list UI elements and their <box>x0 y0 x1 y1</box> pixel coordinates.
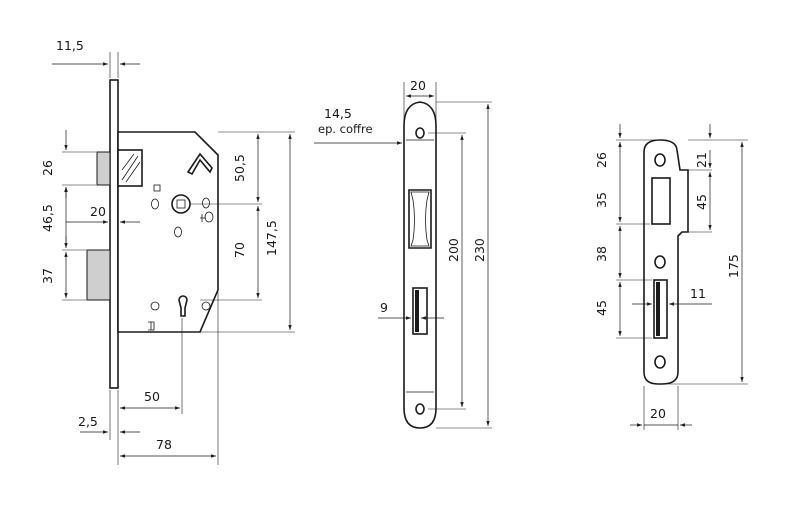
lock-body-view <box>86 79 219 389</box>
dim-backset: 50 <box>144 389 160 404</box>
case-slot <box>186 152 213 176</box>
faceplate-latch-opening <box>408 189 432 249</box>
strike-hole-top <box>654 153 666 167</box>
spindle-hub <box>171 194 191 214</box>
dim-lip: 9 <box>380 300 388 315</box>
dim-faceplate-width: 20 <box>410 78 426 93</box>
dim-bolt-height: 37 <box>40 268 55 284</box>
faceplate-view <box>403 101 437 429</box>
dim-strike-top-offset: 26 <box>594 152 609 168</box>
dim-latch-height: 26 <box>40 160 55 176</box>
latch-bolt <box>96 151 111 186</box>
faceplate-bolt-opening <box>412 287 428 335</box>
dim-strike-top-notch: 21 <box>694 152 709 168</box>
faceplate-hole-top <box>415 127 425 139</box>
strike-plate-view <box>643 139 689 385</box>
strike-hole-bottom <box>654 355 666 369</box>
dim-total-height: 230 <box>472 238 487 262</box>
dim-strike-bolt-slot: 45 <box>594 300 609 316</box>
faceplate-dimensions <box>314 94 490 426</box>
strike-extension-lines <box>616 139 748 430</box>
strike-bolt-slot <box>653 279 668 339</box>
dead-bolt <box>86 249 111 301</box>
dim-latch-gap: 46,5 <box>40 204 55 232</box>
faceplate-outline <box>403 101 437 429</box>
strike-dimensions <box>618 124 744 427</box>
strike-outline <box>643 139 689 385</box>
dim-hole-spacing: 200 <box>446 238 461 262</box>
dim-latch-depth: 20 <box>90 204 106 219</box>
faceplate-labels: 20 14,5 ep. coffre 200 230 9 <box>318 78 487 315</box>
dim-spindle-to-key: 70 <box>232 242 247 258</box>
dim-strike-latch-slot: 35 <box>594 192 609 208</box>
lock-case <box>117 131 219 333</box>
dim-strike-height: 175 <box>726 254 741 278</box>
label-ep-coffre: ep. coffre <box>318 122 373 136</box>
faceplate-extension-lines <box>403 82 492 429</box>
dim-strike-gap: 38 <box>594 246 609 262</box>
faceplate-hole-bottom <box>415 403 425 415</box>
strike-labels: 26 35 38 45 21 45 175 11 20 <box>594 152 741 421</box>
dim-strike-width: 20 <box>650 406 666 421</box>
dim-case-height: 147,5 <box>264 220 279 256</box>
key-hole <box>178 295 188 317</box>
dim-faceplate-thickness: 2,5 <box>78 414 98 429</box>
lock-body-extension-lines <box>62 52 295 465</box>
lock-body-labels: 11,5 26 46,5 37 20 50,5 70 147,5 50 2,5 … <box>40 38 279 452</box>
dim-11-5: 11,5 <box>56 38 84 53</box>
dim-spindle-offset: 50,5 <box>232 154 247 182</box>
dim-case-depth: 78 <box>156 437 172 452</box>
dim-strike-slot-width: 11 <box>690 286 706 301</box>
lock-body-dimensions <box>52 62 292 458</box>
strike-hole-middle <box>654 255 666 269</box>
strike-latch-slot <box>651 177 671 225</box>
lock-faceplate <box>109 79 119 389</box>
dim-strike-latch-inner: 45 <box>694 194 709 210</box>
dim-case-width: 14,5 <box>324 106 352 121</box>
